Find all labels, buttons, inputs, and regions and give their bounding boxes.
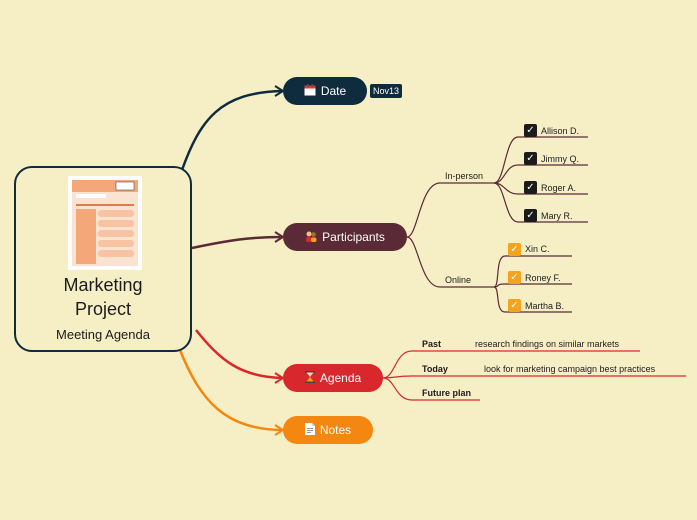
participant-name: Roger A. <box>541 183 577 193</box>
checkbox-checked-icon[interactable]: ✓ <box>508 271 521 284</box>
participant-name: Allison D. <box>541 126 580 136</box>
checkbox-checked-icon[interactable]: ✓ <box>524 209 537 222</box>
checkbox-checked-icon[interactable]: ✓ <box>524 152 537 165</box>
calendar-icon <box>304 84 316 98</box>
participant-name: Roney F. <box>525 273 561 283</box>
participant-name: Martha B. <box>525 301 565 311</box>
checkbox-checked-icon[interactable]: ✓ <box>524 124 537 137</box>
online-label: Online <box>445 275 472 285</box>
agenda-item-key: Today <box>422 364 448 374</box>
date-label: Date <box>320 84 347 98</box>
central-title-line2: Project <box>74 299 132 319</box>
date-node[interactable]: Date <box>283 77 367 105</box>
participant-name: Xin C. <box>525 244 550 254</box>
date-value: Nov13 <box>370 84 403 98</box>
agenda-label: Agenda <box>319 371 362 385</box>
participants-node[interactable]: Participants <box>283 223 407 251</box>
participants-label: Participants <box>322 230 385 244</box>
checkbox-checked-icon[interactable]: ✓ <box>508 243 521 256</box>
meeting-agenda-document-icon <box>68 176 142 270</box>
notes-node[interactable]: Notes <box>283 416 373 444</box>
central-title-line1: Marketing <box>63 275 143 295</box>
agenda-item-text: look for marketing campaign best practic… <box>484 364 656 374</box>
hourglass-icon <box>304 371 315 385</box>
participant-name: Jimmy Q. <box>541 154 579 164</box>
agenda-node[interactable]: Agenda <box>283 364 383 392</box>
checkbox-checked-icon[interactable]: ✓ <box>524 181 537 194</box>
central-title: Marketing Project <box>22 273 184 321</box>
agenda-item-key: Future plan <box>422 388 471 398</box>
notes-label: Notes <box>319 423 352 437</box>
participant-name: Mary R. <box>541 211 573 221</box>
agenda-item-text: research findings on similar markets <box>475 339 620 349</box>
agenda-item-key: Past <box>422 339 442 349</box>
in-person-label: In-person <box>445 171 484 181</box>
note-icon <box>304 423 315 437</box>
checkbox-checked-icon[interactable]: ✓ <box>508 299 521 312</box>
central-subtitle: Meeting Agenda <box>56 327 150 342</box>
people-icon <box>305 230 317 244</box>
